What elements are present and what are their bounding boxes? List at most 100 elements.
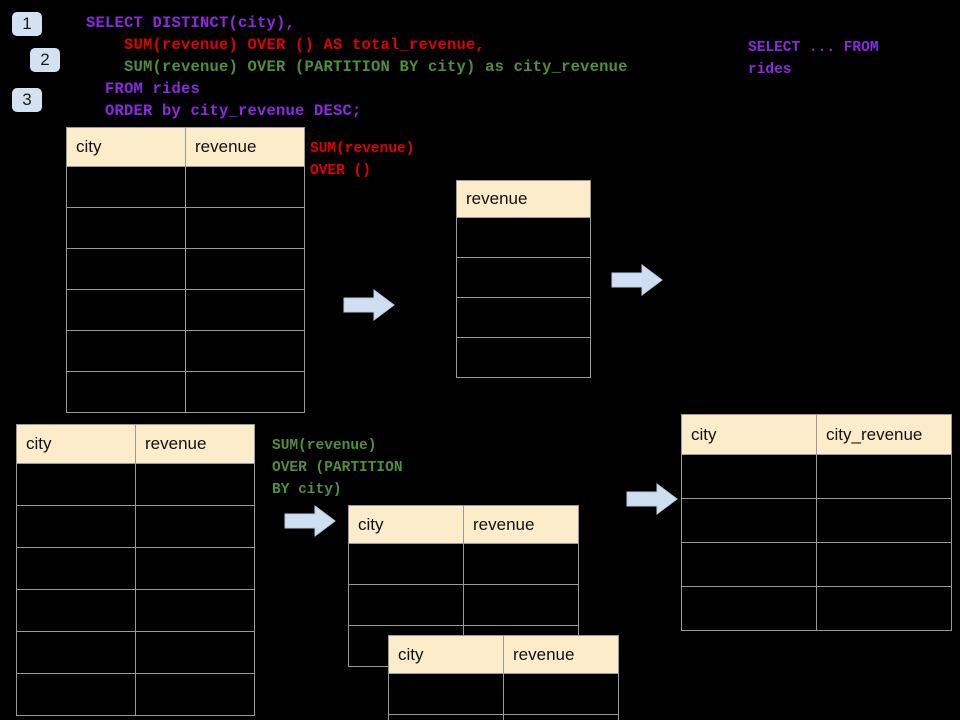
table-row [16, 463, 255, 506]
cell-revenue [463, 543, 579, 585]
cell-city [348, 543, 464, 585]
cell-revenue [503, 714, 619, 720]
table-row [66, 207, 305, 249]
cell-revenue [185, 166, 305, 208]
table-row [681, 542, 952, 587]
cell-city [16, 547, 136, 590]
cell-revenue [135, 673, 255, 716]
total-revenue-table: revenue [456, 180, 591, 378]
table-row [456, 257, 591, 298]
cell-city [16, 589, 136, 632]
table-row [348, 543, 579, 585]
cell-city-revenue [816, 586, 952, 631]
cell-city [348, 584, 464, 626]
table-header-row: city revenue [16, 424, 255, 464]
cell-city [66, 330, 186, 372]
annotation-select-from-rides: SELECT ... FROM rides [748, 40, 879, 78]
table-row [388, 714, 619, 720]
cell-revenue [135, 589, 255, 632]
column-header-revenue: revenue [456, 180, 591, 218]
cell-city [16, 505, 136, 548]
cell-revenue [503, 673, 619, 715]
cell-city [681, 498, 817, 543]
cell-revenue [185, 371, 305, 413]
cell-city [16, 673, 136, 716]
cell-revenue [463, 584, 579, 626]
table-row [681, 498, 952, 543]
cell-revenue [185, 248, 305, 290]
partition-table-front: city revenue [388, 635, 619, 720]
step-badge-2[interactable]: 2 [30, 48, 60, 72]
cell-city [16, 463, 136, 506]
step-badge-3[interactable]: 3 [12, 88, 42, 112]
annotation-sum-over-partition: SUM(revenue) OVER (PARTITION BY city) [272, 438, 403, 498]
column-header-city: city [388, 635, 504, 674]
table-header-row: revenue [456, 180, 591, 218]
table-row [456, 297, 591, 338]
column-header-city: city [348, 505, 464, 544]
cell-city [388, 714, 504, 720]
column-header-revenue: revenue [503, 635, 619, 674]
cell-city [66, 371, 186, 413]
cell-city [681, 454, 817, 499]
arrow-source-to-total [342, 288, 396, 327]
cell-revenue [135, 505, 255, 548]
table-row [456, 337, 591, 378]
table-header-row: city city_revenue [681, 414, 952, 455]
result-table: city city_revenue [681, 414, 952, 631]
cell-city [681, 542, 817, 587]
table-row [16, 631, 255, 674]
rides-source-table-bottom: city revenue [16, 424, 255, 716]
column-header-city: city [681, 414, 817, 455]
cell-city [681, 586, 817, 631]
query-line-sum-over-empty: SUM(revenue) OVER () AS total_revenue, [86, 36, 486, 54]
table-row [16, 505, 255, 548]
cell-revenue [135, 631, 255, 674]
cell-revenue [185, 330, 305, 372]
query-line-sum-over-partition: SUM(revenue) OVER (PARTITION BY city) as… [86, 58, 628, 76]
table-row [66, 248, 305, 290]
column-header-revenue: revenue [135, 424, 255, 464]
query-line-from: FROM rides [86, 80, 201, 98]
arrow-source-to-partition [283, 504, 337, 543]
table-row [16, 673, 255, 716]
cell-revenue [456, 217, 591, 258]
table-row [681, 586, 952, 631]
table-header-row: city revenue [388, 635, 619, 674]
annotation-sum-over-empty: SUM(revenue) OVER () [310, 141, 415, 179]
query-line-select: SELECT DISTINCT(city), [86, 14, 296, 32]
column-header-revenue: revenue [185, 127, 305, 167]
cell-city [66, 166, 186, 208]
table-row [66, 330, 305, 372]
cell-revenue [456, 257, 591, 298]
cell-revenue [456, 337, 591, 378]
cell-city [388, 673, 504, 715]
table-row [348, 584, 579, 626]
table-header-row: city revenue [66, 127, 305, 167]
table-row [66, 289, 305, 331]
table-row [681, 454, 952, 499]
column-header-revenue: revenue [463, 505, 579, 544]
cell-city [66, 207, 186, 249]
column-header-city: city [66, 127, 186, 167]
cell-revenue [135, 463, 255, 506]
arrow-total-to-result [610, 263, 664, 302]
cell-revenue [185, 289, 305, 331]
cell-revenue [456, 297, 591, 338]
column-header-city: city [16, 424, 136, 464]
table-row [66, 371, 305, 413]
arrow-partition-to-result [625, 482, 679, 521]
cell-city [16, 631, 136, 674]
cell-city-revenue [816, 542, 952, 587]
query-line-order-by: ORDER by city_revenue DESC; [86, 102, 362, 120]
step-badge-1[interactable]: 1 [12, 12, 42, 36]
table-row [456, 217, 591, 258]
cell-city [66, 248, 186, 290]
cell-city-revenue [816, 454, 952, 499]
table-header-row: city revenue [348, 505, 579, 544]
table-row [16, 589, 255, 632]
table-row [388, 673, 619, 715]
cell-revenue [135, 547, 255, 590]
table-row [66, 166, 305, 208]
